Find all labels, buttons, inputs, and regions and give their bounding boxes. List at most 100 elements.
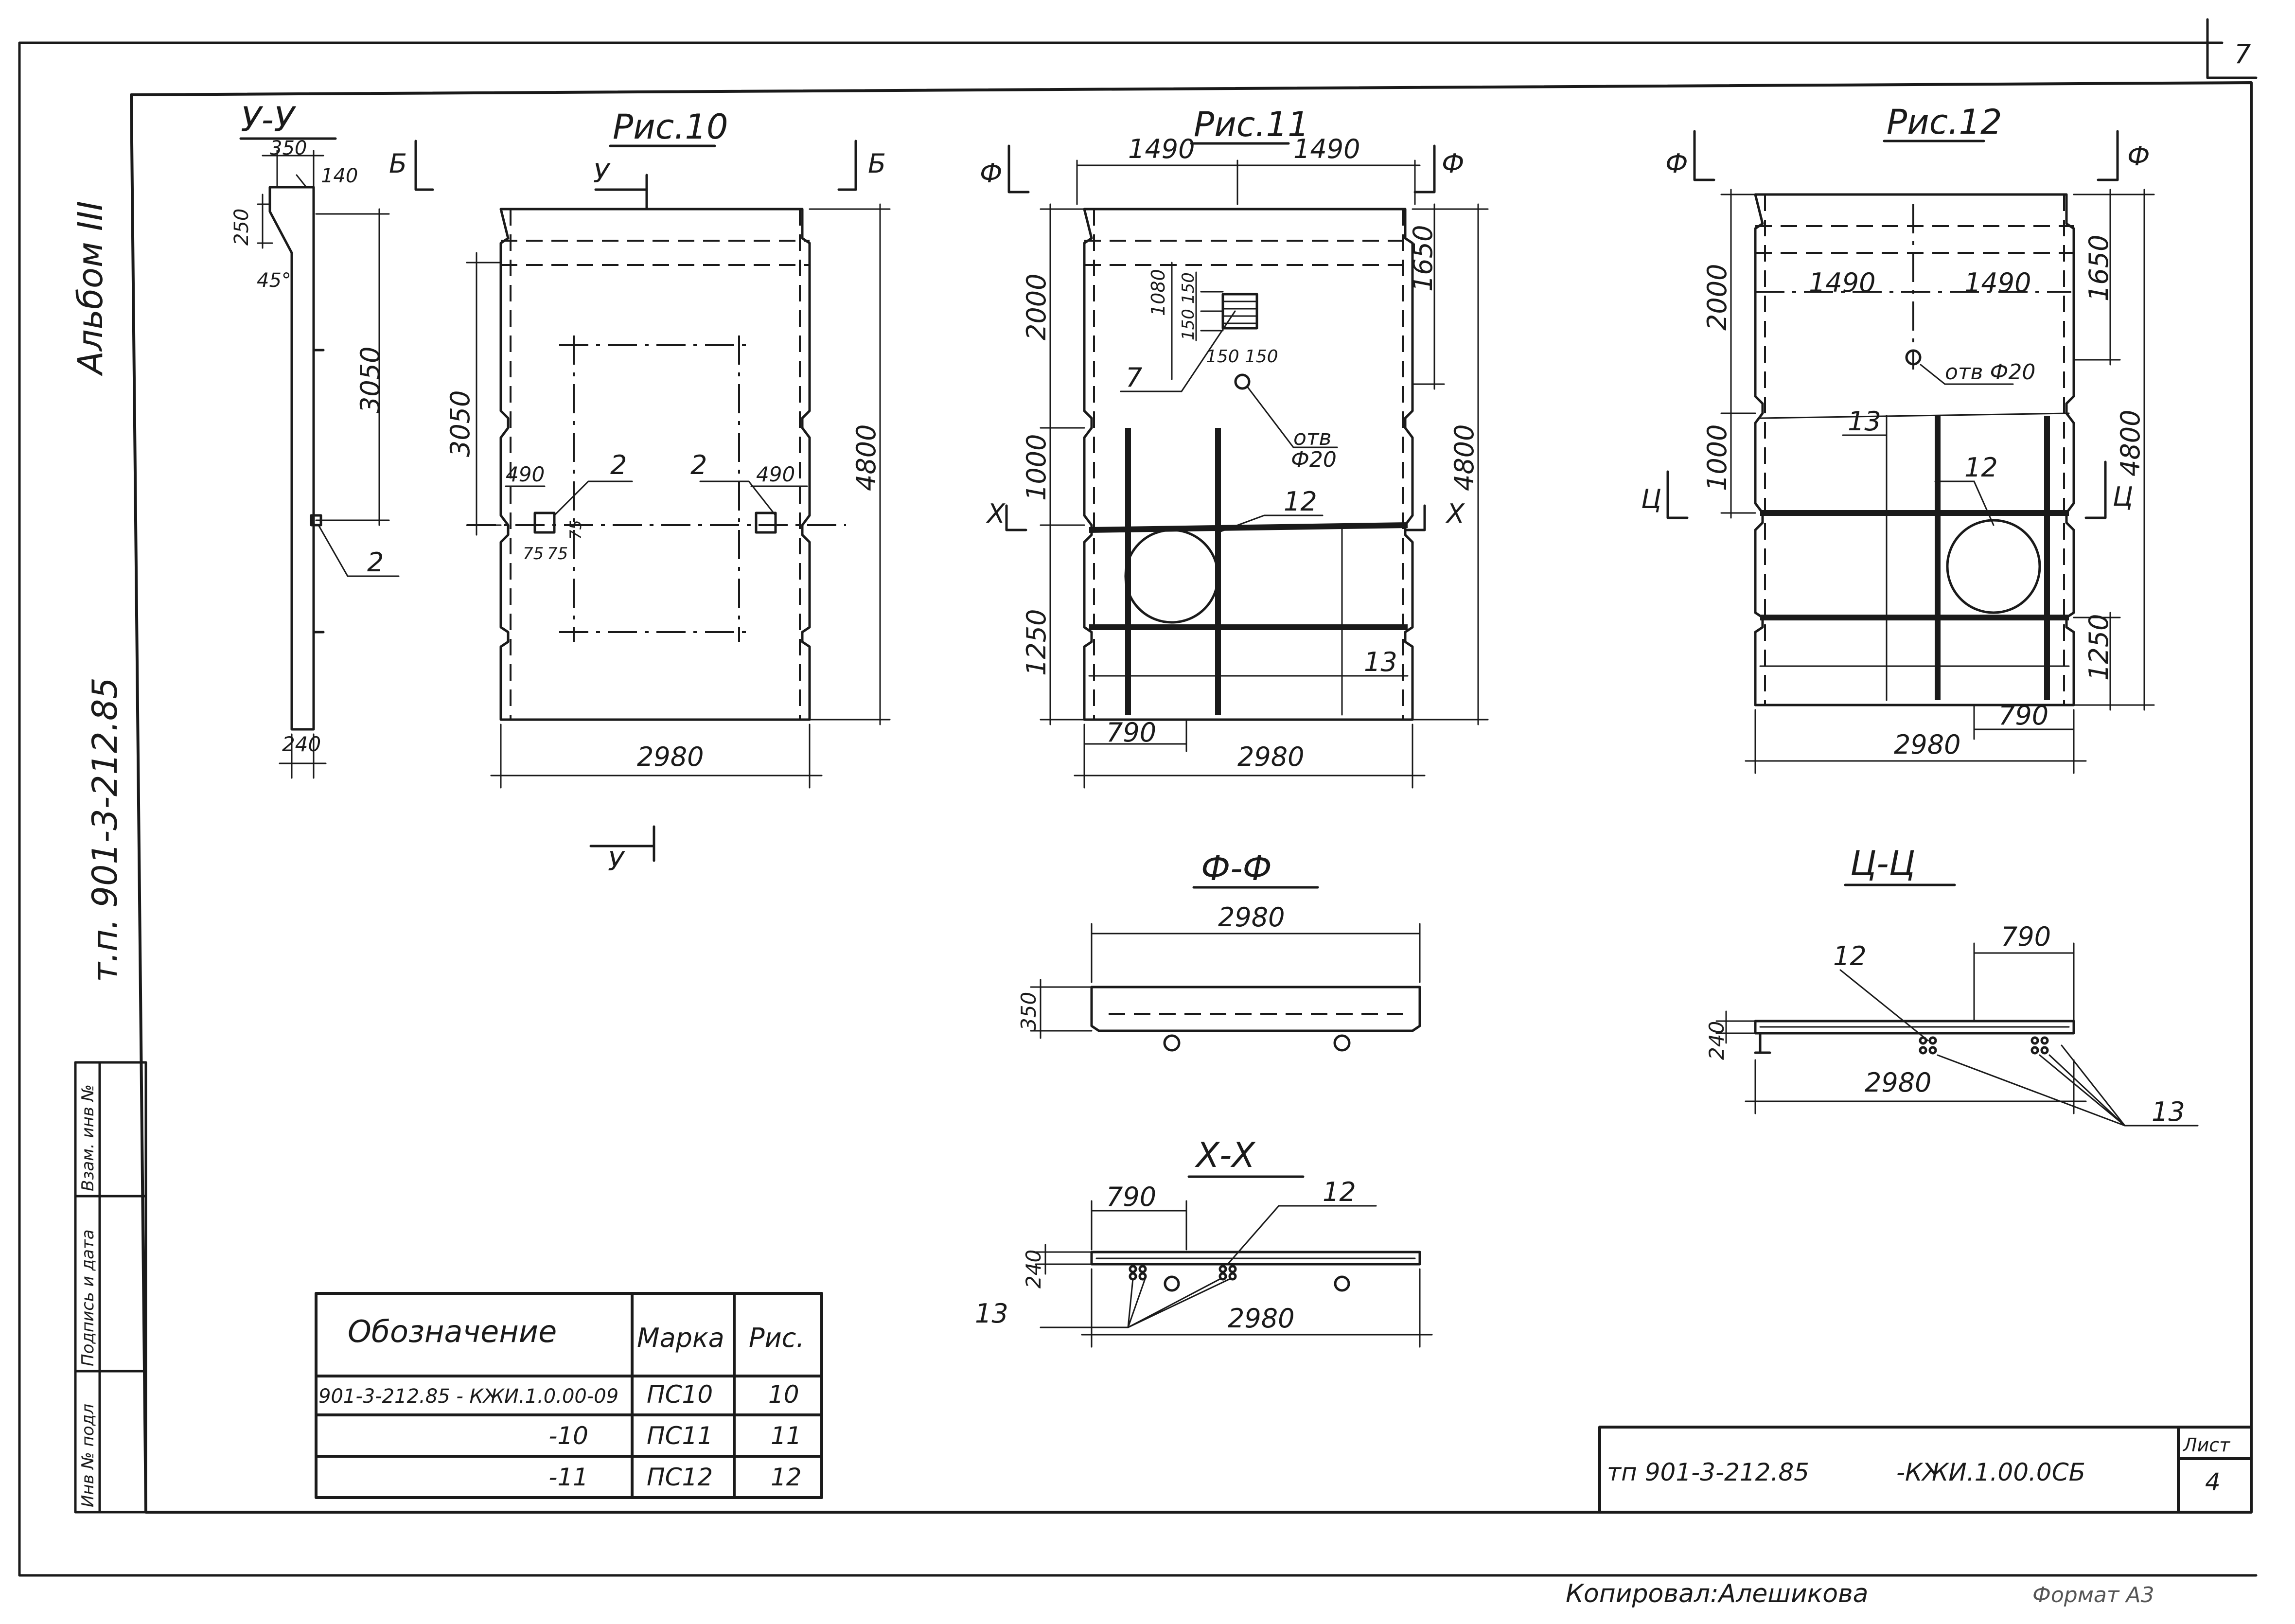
table-row-1-designation: 901-3-212.85 - КЖИ.1.0.00-09 (318, 1385, 618, 1408)
svg-text:Б: Б (389, 148, 407, 179)
table-row-2-designation: -10 (548, 1422, 588, 1450)
svg-text:1250: 1250 (2083, 614, 2114, 681)
title-block: тп 901-3-212.85 -КЖИ.1.00.0СБ Лист 4 (1598, 1426, 2253, 1514)
svg-text:150: 150 (1245, 347, 1278, 367)
svg-text:790: 790 (1106, 1182, 1156, 1212)
stamp-replacement-inv: Взам. инв № (78, 1084, 98, 1191)
svg-text:2980: 2980 (1237, 741, 1304, 772)
table-header-mark: Марка (637, 1323, 724, 1353)
svg-text:У: У (593, 158, 611, 189)
svg-text:140: 140 (321, 165, 358, 187)
svg-text:Х: Х (1445, 498, 1465, 529)
svg-text:12: 12 (1323, 1177, 1356, 1207)
svg-text:13: 13 (2152, 1096, 2185, 1127)
svg-text:240: 240 (1705, 1021, 1729, 1060)
title-document-code: -КЖИ.1.00.0СБ (1896, 1458, 2085, 1486)
section-u-u: У-У 350 140 250 45° 3050 2 240 (230, 100, 400, 779)
svg-text:2980: 2980 (637, 741, 704, 772)
svg-text:250: 250 (230, 209, 253, 246)
svg-text:1250: 1250 (1021, 609, 1052, 676)
svg-text:12: 12 (1964, 452, 1998, 483)
svg-text:12: 12 (1284, 486, 1317, 517)
svg-text:790: 790 (1106, 717, 1156, 748)
table-row-3-fig: 12 (771, 1463, 802, 1491)
svg-text:2980: 2980 (1228, 1303, 1294, 1334)
svg-text:Х: Х (986, 498, 1006, 529)
svg-text:2: 2 (610, 450, 627, 480)
svg-text:490: 490 (756, 462, 795, 486)
svg-text:240: 240 (1022, 1250, 1045, 1289)
svg-text:150: 150 (1179, 272, 1198, 304)
fig12-title: Рис.12 (1887, 102, 2002, 142)
svg-text:отв Ф20: отв Ф20 (1945, 360, 2035, 385)
svg-text:13: 13 (1848, 406, 1881, 437)
svg-text:75: 75 (523, 544, 544, 564)
table-row-1-fig: 10 (768, 1380, 799, 1409)
svg-text:1650: 1650 (2083, 235, 2114, 301)
project-number-vertical: т.п. 901-3-212.85 (85, 677, 125, 982)
svg-text:45°: 45° (257, 269, 291, 292)
fig11-panel-ps11: Рис.11 Ф Ф 1490 1490 7 отв Ф20 1080 150 … (980, 105, 1489, 789)
table-row-1-mark: ПС10 (647, 1380, 713, 1409)
fig10-title: Рис.10 (613, 107, 728, 147)
svg-text:1000: 1000 (1021, 434, 1052, 501)
outer-frame (18, 18, 2258, 1577)
corner-sheet-mark: 7 (2234, 39, 2251, 70)
svg-text:Ц: Ц (2113, 481, 2133, 512)
section-u-title: У-У (241, 100, 297, 140)
svg-text:75: 75 (547, 544, 568, 564)
svg-text:350: 350 (270, 137, 307, 159)
svg-text:790: 790 (2001, 921, 2051, 952)
svg-text:Ф: Ф (1442, 148, 1465, 179)
svg-text:75: 75 (566, 520, 585, 540)
svg-text:490: 490 (506, 462, 545, 486)
svg-text:Ф: Ф (980, 158, 1003, 189)
svg-text:150: 150 (1179, 309, 1198, 340)
section-x-title: Х-Х (1194, 1135, 1256, 1175)
footer-copied-by: Копировал:Алешикова (1566, 1579, 1869, 1608)
album-label: Альбом III (71, 201, 110, 376)
svg-text:1490: 1490 (1293, 134, 1360, 164)
svg-text:1650: 1650 (1408, 225, 1438, 292)
svg-text:4800: 4800 (2115, 410, 2146, 477)
svg-text:Ф: Ф (2127, 141, 2150, 172)
svg-text:У: У (608, 846, 625, 877)
svg-text:1000: 1000 (1702, 424, 1732, 491)
table-row-2-mark: ПС11 (647, 1422, 713, 1450)
fig12-panel-ps12: Рис.12 Ф Ф 1490 1490 отв Ф20 12 13 2000 … (1641, 102, 2155, 774)
svg-text:4800: 4800 (1449, 424, 1480, 491)
section-f-f: Ф-Ф 2980 350 (1017, 848, 1421, 1052)
fig10-panel-ps10: Рис.10 Б Б У 2 2 490 490 75 75 75 3050 4… (389, 107, 891, 877)
svg-text:Ф: Ф (1665, 148, 1688, 179)
svg-text:13: 13 (1364, 647, 1397, 677)
svg-text:12: 12 (1833, 941, 1867, 971)
title-sheet-label: Лист (2182, 1434, 2231, 1456)
stamp-signature-date: Подпись и дата (78, 1229, 98, 1366)
svg-text:3050: 3050 (355, 347, 386, 413)
svg-text:3050: 3050 (445, 390, 476, 457)
svg-text:2980: 2980 (1865, 1067, 1931, 1098)
svg-text:2000: 2000 (1702, 264, 1732, 331)
table-header-designation: Обозначение (348, 1314, 557, 1349)
section-ts-title: Ц-Ц (1850, 844, 1915, 883)
svg-text:150: 150 (1206, 347, 1239, 367)
svg-text:Ф20: Ф20 (1291, 447, 1337, 472)
svg-text:240: 240 (282, 732, 321, 756)
footer-format: Формат А3 (2032, 1583, 2154, 1607)
svg-text:1490: 1490 (1964, 267, 2031, 298)
section-x-x: Х-Х 790 12 13 240 2980 (975, 1135, 1433, 1348)
svg-text:1490: 1490 (1809, 267, 1875, 298)
svg-text:2: 2 (367, 547, 384, 578)
svg-text:790: 790 (1998, 700, 2048, 731)
title-project-number: тп 901-3-212.85 (1607, 1458, 1809, 1486)
table-row-3-designation: -11 (548, 1463, 588, 1491)
table-row-3-mark: ПС12 (647, 1463, 713, 1491)
stamp-inv-no: Инв № подл (78, 1404, 98, 1507)
svg-text:350: 350 (1017, 992, 1041, 1031)
fig11-title: Рис.11 (1194, 105, 1309, 144)
svg-text:2980: 2980 (1218, 902, 1285, 933)
left-stamp-block: Инв № подл Подпись и дата Взам. инв № (74, 1061, 147, 1514)
svg-text:Ц: Ц (1641, 484, 1661, 514)
